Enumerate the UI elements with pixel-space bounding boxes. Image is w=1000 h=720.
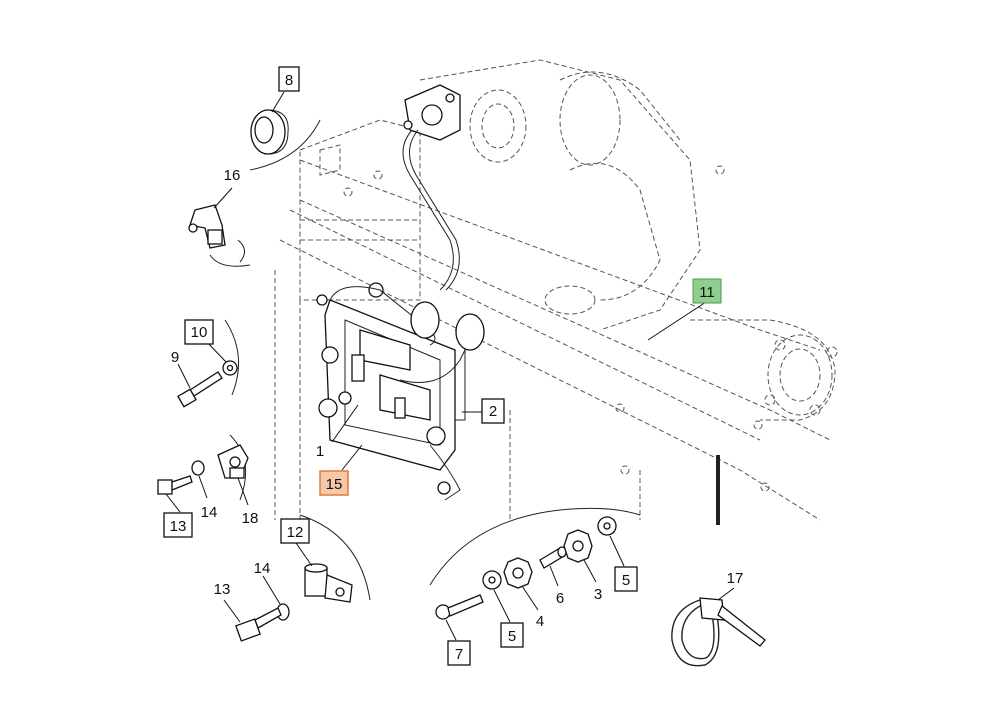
part-13-bolt-bottom — [235, 607, 282, 642]
callout-15: 15 — [326, 476, 343, 493]
callout-7-box — [447, 640, 471, 666]
callout-3: 3 — [594, 586, 602, 603]
top-sensor-assembly — [402, 84, 461, 291]
part-17-cable-tie — [671, 597, 766, 667]
control-valve-panel — [316, 282, 485, 501]
part-5-washer-right — [597, 516, 617, 536]
part-6-spacer — [539, 546, 567, 569]
part-3-grommet — [563, 529, 593, 563]
callout-11-box — [692, 278, 722, 304]
callout-14-bottom: 14 — [254, 560, 271, 577]
callout-6: 6 — [556, 590, 564, 607]
part-18-clamp — [217, 444, 249, 479]
callout-5-right-box — [614, 566, 638, 592]
callout-13-left: 13 — [170, 518, 187, 535]
callout-13-bottom: 13 — [214, 581, 231, 598]
callout-7: 7 — [455, 646, 463, 663]
part-13-bolt-left — [157, 475, 193, 495]
callout-4: 4 — [536, 613, 544, 630]
part-14-washer-left — [191, 460, 205, 476]
part-16-elbow-fitting — [188, 204, 226, 249]
callout-9: 9 — [171, 349, 179, 366]
callout-11: 11 — [699, 284, 715, 301]
callout-14-left: 14 — [201, 504, 218, 521]
callout-5-left: 5 — [508, 628, 516, 645]
callout-2-box — [481, 398, 505, 424]
callout-12-box — [280, 518, 310, 544]
phantom-axle-housing — [274, 59, 838, 525]
callout-17: 17 — [727, 570, 744, 587]
callout-18: 18 — [242, 510, 259, 527]
part-5-washer-left — [482, 570, 502, 590]
part-8-grommet — [250, 109, 289, 155]
callout-2: 2 — [489, 403, 497, 420]
part-4-grommet — [503, 557, 533, 589]
leader-lines — [165, 91, 735, 641]
callout-labels: 8 16 10 9 2 1 15 11 12 13 14 18 13 14 7 … — [163, 66, 744, 666]
callout-8-box — [278, 66, 300, 92]
callout-5-left-box — [500, 622, 524, 648]
callout-15-box — [319, 470, 349, 496]
part-10-washer — [222, 360, 238, 376]
part-12-bracket — [304, 563, 353, 603]
callout-10: 10 — [191, 324, 208, 341]
callout-12: 12 — [287, 524, 304, 541]
part-9-bolt — [177, 371, 223, 408]
callout-5-right: 5 — [622, 572, 630, 589]
callout-1: 1 — [316, 443, 324, 460]
detail-callout-arcs — [209, 119, 641, 601]
callout-13-left-box — [163, 512, 193, 538]
callout-16: 16 — [224, 167, 241, 184]
callout-10-box — [184, 319, 214, 345]
callout-8: 8 — [285, 72, 293, 89]
part-7-bolt — [435, 594, 484, 620]
